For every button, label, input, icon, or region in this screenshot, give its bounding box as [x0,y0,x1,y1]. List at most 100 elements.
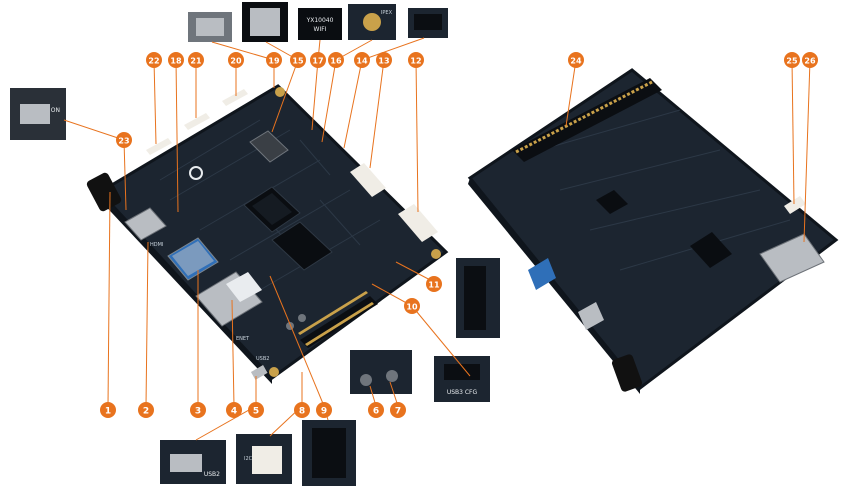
svg-text:13: 13 [378,57,389,66]
gpio-pins-bottom [515,80,653,154]
switch-on-label: ON [51,107,60,114]
usb2-label: USB2 [204,471,220,478]
svg-text:25: 25 [786,57,798,66]
callout-26: 26 [802,52,818,68]
silk-hdmi: HDMI [150,242,163,248]
callout-14: 14 [354,52,370,68]
mount-hole-2 [431,249,441,259]
leader-lines [63,37,811,441]
callout-12: 12 [408,52,424,68]
svg-text:16: 16 [330,57,342,66]
board-logo-icon [189,166,203,180]
sd-card-slot [759,233,825,283]
wifi-module [249,130,289,163]
svg-text:23: 23 [118,137,129,146]
callout-22: 22 [146,52,162,68]
ethernet-label-sticker [226,272,262,302]
svg-text:24: 24 [570,57,582,66]
usb3-shell [172,241,214,276]
fpc-connector-22 [146,138,172,155]
callouts: 1 2 3 4 5 6 7 8 9 10 11 12 13 14 15 16 1… [100,52,818,418]
callout-17: 17 [310,52,326,68]
board-bottom-view [467,68,839,394]
silk-eth: ENET [236,336,250,342]
fpc-connector-25 [784,196,806,214]
svg-text:12: 12 [410,57,421,66]
callout-10: 10 [404,298,420,314]
fpc-connector-21 [184,113,210,130]
svg-text:18: 18 [170,57,182,66]
svg-text:21: 21 [190,57,202,66]
inset-connector-11 [456,258,500,338]
callout-24: 24 [568,52,584,68]
callout-3: 3 [190,402,206,418]
mount-hole-3 [269,367,279,377]
power-jack [86,172,122,212]
callout-13: 13 [376,52,392,68]
svg-text:26: 26 [804,57,816,66]
button-reset [298,314,306,322]
usb2-port [250,365,268,380]
bottom-hdmi [578,302,604,330]
svg-text:19: 19 [268,57,280,66]
board-bottom-edge [468,178,640,394]
bottom-usb3 [528,258,556,290]
inset-buttons [350,350,412,394]
svg-text:14: 14 [356,57,368,66]
callout-16: 16 [328,52,344,68]
wifi-line2: WIFI [314,26,327,33]
callout-8: 8 [294,402,310,418]
svg-text:17: 17 [312,57,323,66]
svg-text:7: 7 [395,407,401,417]
ipex-label: IPEX [381,10,393,16]
inset-wifi-module: YX10040 WIFI [298,8,342,40]
callout-11: 11 [426,276,442,292]
svg-text:22: 22 [148,57,159,66]
callout-23: 23 [116,132,132,148]
fpc-connector-12 [398,204,438,242]
callout-4: 4 [226,402,242,418]
callout-5: 5 [248,402,264,418]
svg-text:20: 20 [230,57,242,66]
inset-i2c: I2C [236,434,292,484]
svg-text:5: 5 [253,407,259,417]
ram-chip [271,221,333,271]
callout-18: 18 [168,52,184,68]
svg-text:11: 11 [428,281,440,290]
svg-text:4: 4 [231,407,237,417]
svg-text:3: 3 [195,407,201,417]
callout-21: 21 [188,52,204,68]
svg-text:6: 6 [373,407,379,417]
board-bottom-traces [539,109,791,271]
callout-7: 7 [390,402,406,418]
inset-sd-card [188,12,232,42]
callout-9: 9 [316,402,332,418]
inset-usb3-cfg: USB3 CFG [434,356,490,402]
mount-hole-1 [275,87,285,97]
svg-text:9: 9 [321,407,327,417]
gpio-header-bottom [512,78,662,162]
callout-1: 1 [100,402,116,418]
callout-25: 25 [784,52,800,68]
silk-usb2: USB2 [256,356,269,362]
inset-header-pins [302,420,356,486]
bottom-power-jack [611,354,643,392]
svg-text:8: 8 [299,407,305,417]
fpc-connector-20 [222,89,248,106]
svg-text:15: 15 [292,57,304,66]
svg-text:2: 2 [143,407,149,417]
bottom-chip-2 [596,190,628,214]
wifi-line1: YX10040 [306,17,334,24]
hdmi-port [124,207,167,241]
inset-usb2: USB2 [160,440,226,484]
inset-switch: ON [10,88,66,140]
usb3-cfg-label: USB3 CFG [447,389,478,396]
svg-text:1: 1 [105,407,111,417]
svg-text:10: 10 [406,303,418,312]
callout-2: 2 [138,402,154,418]
callout-19: 19 [266,52,282,68]
bottom-chip-1 [690,232,732,268]
gpio-header [298,291,378,348]
